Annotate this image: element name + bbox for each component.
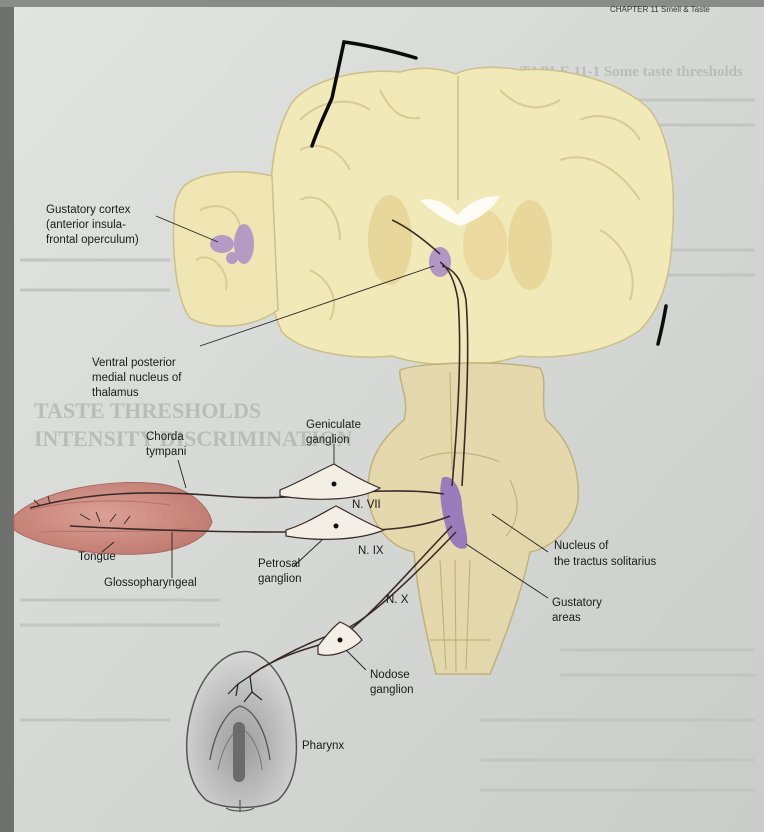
label-gustatory-cortex-2: (anterior insula- [46,219,126,231]
running-head: CHAPTER 11 Smell & Taste [610,5,710,14]
label-gustatory-cortex-3: frontal operculum) [46,234,139,246]
label-n10: N. X [386,594,409,606]
bg-section-heading-1: TASTE THRESHOLDS [34,398,261,423]
label-nts-1: Nucleus of [554,540,609,552]
label-n7: N. VII [352,499,381,511]
label-nts-2: the tractus solitarius [554,556,657,568]
label-geniculate-2: ganglion [306,434,349,446]
label-n9: N. IX [358,545,384,557]
label-petrosal-2: ganglion [258,573,301,585]
label-vpm-3: thalamus [92,387,139,399]
dark-left-edge [0,0,14,832]
label-petrosal-1: Petrosal [258,558,300,570]
label-vpm-2: medial nucleus of [92,372,182,384]
label-nodose-1: Nodose [370,669,410,681]
label-gustatory-areas-1: Gustatory [552,597,602,609]
label-glossopharyngeal: Glossopharyngeal [104,577,197,589]
label-nodose-2: ganglion [370,684,413,696]
label-gustatory-cortex-1: Gustatory cortex [46,204,131,216]
label-geniculate-1: Geniculate [306,419,361,431]
bg-section-heading-2: INTENSITY DISCRIMINATION [34,426,353,451]
label-pharynx: Pharynx [302,740,344,752]
label-chorda-2: tympani [146,446,186,458]
label-gustatory-areas-2: areas [552,612,581,624]
label-chorda-1: Chorda [146,431,184,443]
label-tongue: Tongue [78,551,116,563]
label-vpm-1: Ventral posterior [92,357,176,369]
